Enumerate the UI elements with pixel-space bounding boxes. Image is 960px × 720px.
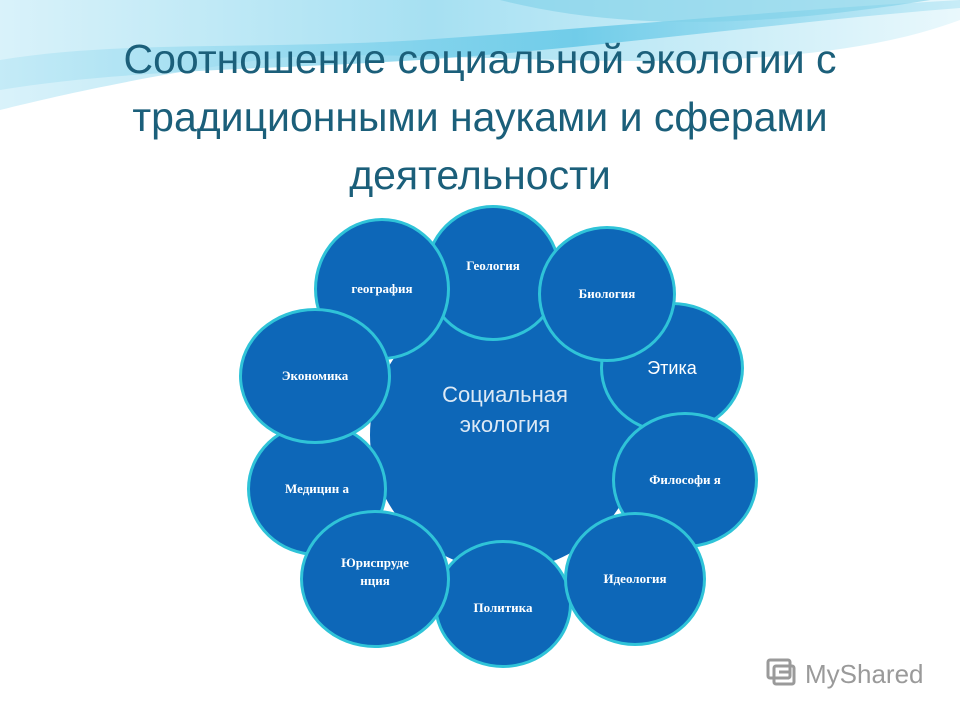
node-yurisprudenciya: Юриспруде нция [300,510,450,648]
title-line: Соотношение социальной экологии с [123,36,837,82]
slide-title: Соотношение социальной экологии с традиц… [60,30,900,204]
center-node-label: Социальная экология [442,382,568,437]
myshared-logo-icon [765,658,797,690]
node-geografiya: география [314,218,450,360]
node-politika: Политика [434,540,572,668]
node-biologiya: Биология [538,226,676,362]
title-line: традиционными науками и сферами [132,94,828,140]
node-label: Философи я [649,472,721,487]
title-line: деятельности [349,152,611,198]
node-ekonomika: Экономика [239,308,391,444]
node-label: Этика [647,358,697,378]
node-ideologiya: Идеология [564,512,706,646]
node-label: Медицин а [285,481,349,496]
myshared-logo: MyShared [765,656,924,692]
node-label: Политика [473,600,533,615]
node-label: география [351,281,413,296]
node-label: Биология [578,286,636,301]
myshared-logo-text: MyShared [805,658,924,689]
node-label: Экономика [281,368,349,383]
node-label: Идеология [603,571,667,586]
node-label: Геология [466,258,520,273]
node-label: Юриспруде нция [341,555,409,588]
